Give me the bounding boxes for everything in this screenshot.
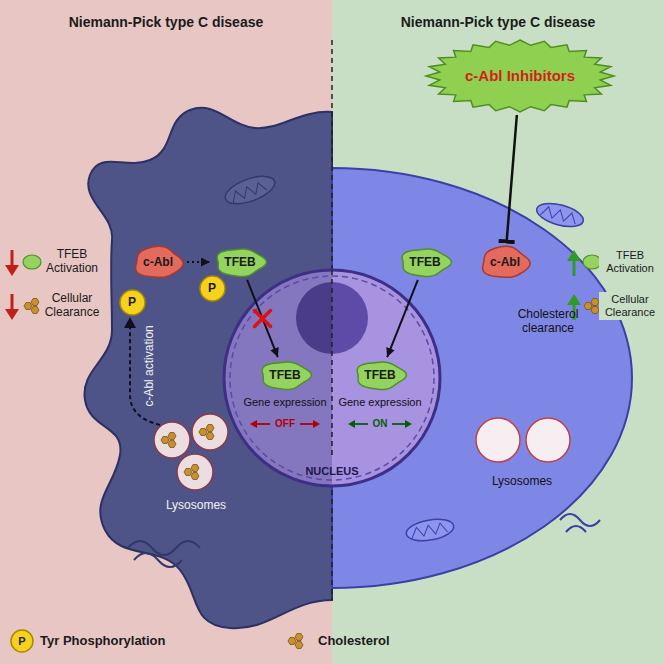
tfeb-blob-text: TFEB [364, 368, 395, 382]
lysosomes-loaded [154, 414, 228, 490]
legend-symbol: P [18, 635, 25, 648]
pathway-label: c-Abl activation [143, 325, 157, 406]
legend-text: Cholesterol [318, 634, 390, 649]
tfeb-icons [23, 255, 601, 269]
activation-arrow [124, 317, 160, 425]
tfeb-blob-text: TFEB [269, 368, 300, 382]
lysosomes-clear [476, 418, 570, 462]
effect-label: TFEB Activation [40, 248, 104, 276]
phospho-circle-text: P [208, 281, 216, 295]
left-panel [0, 0, 332, 664]
inhibition-connector [507, 115, 517, 242]
gene-label: Gene expression [338, 396, 421, 409]
tfeb-blob: TFEB [257, 359, 313, 392]
process-label: Cholesterol clearance [505, 308, 591, 336]
tfeb-blob: TFEB [212, 246, 268, 279]
tfeb-blob: TFEB [352, 359, 408, 392]
state-label: ON [373, 418, 388, 430]
phospho-circle-text: P [128, 295, 136, 309]
mitochondria [222, 171, 586, 544]
tfeb-blob-text: TFEB [224, 255, 255, 269]
organelle-label: Lysosomes [492, 475, 552, 489]
right-panel [332, 0, 664, 664]
effect-label: Cellular Clearance [40, 292, 104, 320]
phospho-circle: P [119, 289, 146, 316]
gene-label: Gene expression [243, 396, 326, 409]
kinase-blob-text: c-Abl [143, 255, 173, 269]
panel-title: Niemann-Pick type C disease [401, 14, 596, 30]
effect-label: TFEB Activation [599, 248, 661, 275]
organelle-label: Lysosomes [166, 499, 226, 513]
inhibitor-starburst: c-Abl Inhibitors [425, 39, 615, 113]
legend-samples [11, 630, 303, 652]
translocation-connector [387, 280, 418, 357]
nucleus-text: NUCLEUS [305, 465, 358, 478]
kinase-blob: c-Abl [131, 244, 185, 281]
treated-cell [332, 168, 632, 588]
effect-label: Cellular Clearance [599, 292, 661, 319]
panel-title: Niemann-Pick type C disease [69, 14, 264, 30]
endoplasmic-reticulum [128, 514, 600, 567]
kinase-blob: c-Abl [478, 244, 532, 281]
diseased-cell [84, 108, 332, 628]
phospho-circle: P [199, 275, 226, 302]
tfeb-blob: TFEB [397, 246, 453, 279]
phosphorylation-connector [187, 261, 210, 263]
tfeb-blob-text: TFEB [409, 255, 440, 269]
inhibitor-starburst-text: c-Abl Inhibitors [465, 67, 575, 85]
kinase-blob-text: c-Abl [490, 255, 520, 269]
translocation-connector [247, 280, 278, 357]
decrease-arrows [5, 250, 19, 320]
legend-text: Tyr Phosphorylation [40, 634, 165, 649]
state-label: OFF [275, 418, 295, 430]
blocked-mark [255, 311, 271, 327]
